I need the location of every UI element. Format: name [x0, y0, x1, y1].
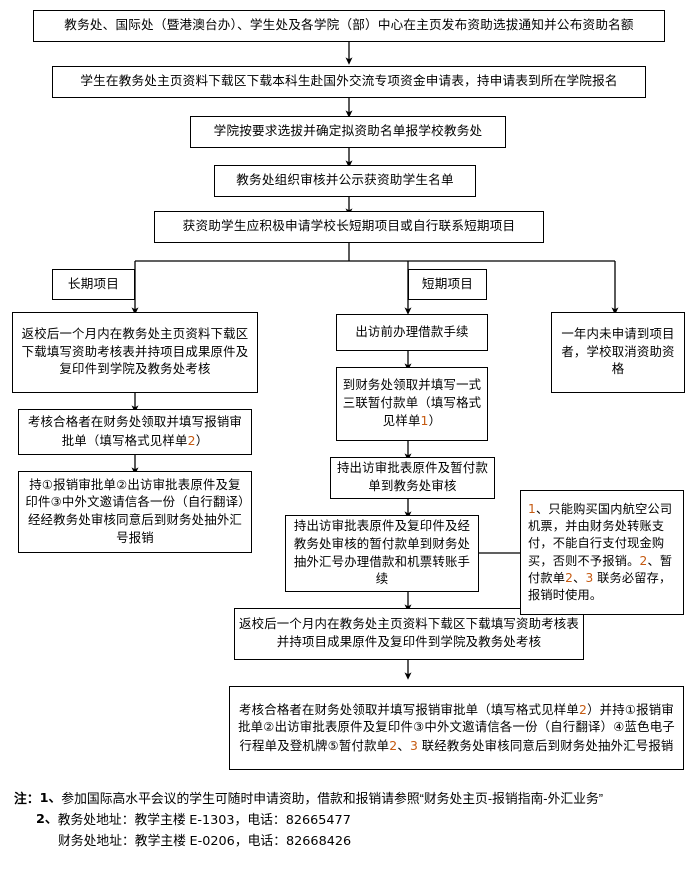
notes-label: 注：: [14, 791, 40, 806]
flow-node-M1-label: 出访前办理借款手续: [355, 324, 469, 339]
flow-node-M3-label: 持出访审批表原件及暂付款单到教务处审核: [336, 461, 489, 493]
footer-notes: 注： 1、 参加国际高水平会议的学生可随时申请资助，借款和报销请参照“财务处主页…: [14, 789, 686, 853]
flow-node-n2: 学生在教务处主页资料下载区下载本科生赴国外交流专项资金申请表，持申请表到所在学院…: [52, 66, 646, 98]
flow-node-M2-label: 到财务处领取并填写一式三联暂付款单（填写格式见样单1）: [342, 378, 482, 429]
flow-node-L3: 持①报销审批单②出访审批表原件及复印件③中外文邀请信各一份（自行翻译）经经教务处…: [18, 471, 252, 553]
flow-node-R2-note-label: 1、只能购买国内航空公司机票，并由财务处转账支付，不能自行支付现金购买，否则不予…: [528, 501, 673, 603]
note-1-number: 1、: [39, 791, 62, 806]
flow-node-M5: 返校后一个月内在教务处主页资料下载区下载填写资助考核表并持项目成果原件及复印件到…: [234, 608, 584, 660]
flow-node-R2-note: 1、只能购买国内航空公司机票，并由财务处转账支付，不能自行支付现金购买，否则不予…: [520, 490, 684, 615]
flow-node-M1: 出访前办理借款手续: [336, 314, 488, 351]
note-row-3: 财务处地址：教学主楼 E-0206，电话：82668426: [14, 831, 686, 853]
flow-node-M6-label: 考核合格者在财务处领取并填写报销审批单（填写格式见样单2）并持①报销审批单②出访…: [238, 701, 675, 753]
flow-node-M4-label: 持出访审批表原件及复印件及经教务处审核的暂付款单到财务处抽外汇号办理借款和机票转…: [293, 519, 471, 587]
flow-node-n1: 教务处、国际处（暨港澳台办）、学生处及各学院（部）中心在主页发布资助选拔通知并公…: [33, 10, 665, 42]
flow-node-R1: 一年内未申请到项目者，学校取消资助资格: [551, 312, 685, 393]
flow-branch-short-term-label: 短期项目: [421, 276, 474, 291]
flow-node-R1-label: 一年内未申请到项目者，学校取消资助资格: [561, 327, 675, 377]
note-1-text: 参加国际高水平会议的学生可随时申请资助，借款和报销请参照“财务处主页-报销指南-…: [61, 791, 604, 806]
flow-node-M3: 持出访审批表原件及暂付款单到教务处审核: [330, 457, 495, 499]
note-3-text: 财务处地址：教学主楼 E-0206，电话：82668426: [58, 833, 352, 850]
note-row-2: 2、 教务处地址：教学主楼 E-1303，电话：82665477: [14, 810, 686, 832]
note-2-number: 2、: [36, 811, 58, 827]
flow-node-M6: 考核合格者在财务处领取并填写报销审批单（填写格式见样单2）并持①报销审批单②出访…: [229, 686, 684, 770]
flow-node-n3: 学院按要求选拔并确定拟资助名单报学校教务处: [190, 116, 506, 148]
flow-node-L1-label: 返校后一个月内在教务处主页资料下载区下载填写资助考核表并持项目成果原件及复印件到…: [21, 327, 249, 377]
flow-node-n4: 教务处组织审核并公示获资助学生名单: [214, 165, 476, 197]
flow-node-n4-label: 教务处组织审核并公示获资助学生名单: [236, 173, 454, 188]
flow-node-M5-label: 返校后一个月内在教务处主页资料下载区下载填写资助考核表并持项目成果原件及复印件到…: [239, 617, 579, 649]
flow-branch-short-term: 短期项目: [408, 269, 487, 300]
flow-node-n3-label: 学院按要求选拔并确定拟资助名单报学校教务处: [213, 124, 483, 139]
flow-node-L2-label: 考核合格者在财务处领取并填写报销审批单（填写格式见样单2）: [27, 414, 243, 448]
flow-branch-long-term-label: 长期项目: [67, 276, 120, 291]
flow-node-M2: 到财务处领取并填写一式三联暂付款单（填写格式见样单1）: [336, 367, 488, 441]
flow-node-M4: 持出访审批表原件及复印件及经教务处审核的暂付款单到财务处抽外汇号办理借款和机票转…: [285, 515, 479, 592]
note-row-1: 注： 1、 参加国际高水平会议的学生可随时申请资助，借款和报销请参照“财务处主页…: [14, 789, 686, 810]
flow-node-L3-label: 持①报销审批单②出访审批表原件及复印件③中外文邀请信各一份（自行翻译）经经教务处…: [25, 477, 245, 545]
flow-node-n1-label: 教务处、国际处（暨港澳台办）、学生处及各学院（部）中心在主页发布资助选拔通知并公…: [64, 18, 634, 33]
flow-node-n5-label: 获资助学生应积极申请学校长短期项目或自行联系短期项目: [182, 219, 516, 234]
flow-branch-long-term: 长期项目: [52, 269, 135, 300]
flow-node-n5: 获资助学生应积极申请学校长短期项目或自行联系短期项目: [154, 211, 544, 243]
flow-node-L1: 返校后一个月内在教务处主页资料下载区下载填写资助考核表并持项目成果原件及复印件到…: [12, 312, 258, 393]
note-2-text: 教务处地址：教学主楼 E-1303，电话：82665477: [57, 811, 351, 828]
flow-node-L2: 考核合格者在财务处领取并填写报销审批单（填写格式见样单2）: [18, 409, 252, 455]
flow-node-n2-label: 学生在教务处主页资料下载区下载本科生赴国外交流专项资金申请表，持申请表到所在学院…: [80, 74, 618, 89]
